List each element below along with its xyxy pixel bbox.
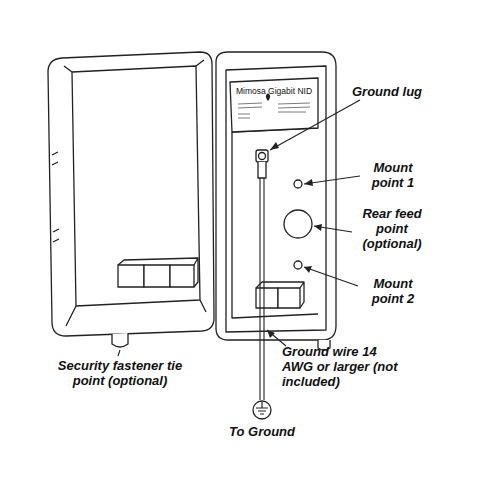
mount-point-1: [294, 180, 302, 188]
base-block: [256, 288, 278, 308]
leader-lines: [118, 100, 360, 356]
ground-wire: [260, 178, 264, 400]
door-block: [118, 265, 144, 287]
base-inner: [226, 66, 326, 332]
leader-line: [304, 267, 358, 286]
device-name: Mimosa Gigabit NID: [236, 86, 316, 96]
callout-label: Mount point 2: [362, 276, 424, 306]
door-inner-lip: [64, 60, 206, 326]
security-tab: [112, 333, 128, 347]
base-block-top: [256, 282, 304, 308]
arrow-head: [304, 179, 313, 186]
arrow-head: [270, 142, 279, 150]
base-outer: [216, 52, 336, 340]
device-panel-text-lines: [238, 103, 310, 118]
callout-label: Rear feed point (optional): [354, 206, 430, 251]
arrow-head: [314, 224, 322, 231]
door-block: [144, 265, 170, 287]
ground-lug-screw: [259, 153, 266, 160]
door-block: [170, 265, 194, 287]
ground-symbol: [253, 401, 271, 419]
door-inner: [72, 66, 200, 306]
leader-line: [267, 330, 286, 346]
callout-label: To Ground: [212, 424, 312, 439]
door-hinge-marks: [52, 152, 59, 242]
callout-label: Mount point 1: [362, 160, 424, 190]
door-block-top: [118, 258, 198, 287]
leader-heads: [267, 142, 322, 338]
ground-lug-barrel: [258, 162, 266, 178]
ground-lug: [256, 150, 268, 162]
arrow-head: [304, 266, 312, 273]
ground-symbol-glyph: [256, 402, 268, 414]
rear-feed-point: [284, 210, 312, 238]
base-inner-floor: [232, 128, 318, 318]
callout-label: Ground lug: [352, 84, 462, 99]
leader-line: [118, 350, 120, 356]
mount-point-2: [294, 261, 302, 269]
callout-label: Ground wire 14 AWG or larger (not includ…: [282, 344, 410, 389]
base-block: [278, 288, 300, 308]
door-outer: [48, 52, 214, 336]
arrow-head: [267, 330, 275, 338]
callout-label: Security fastener tie point (optional): [50, 358, 190, 388]
leader-line: [270, 100, 360, 150]
device-panel: [230, 78, 318, 132]
